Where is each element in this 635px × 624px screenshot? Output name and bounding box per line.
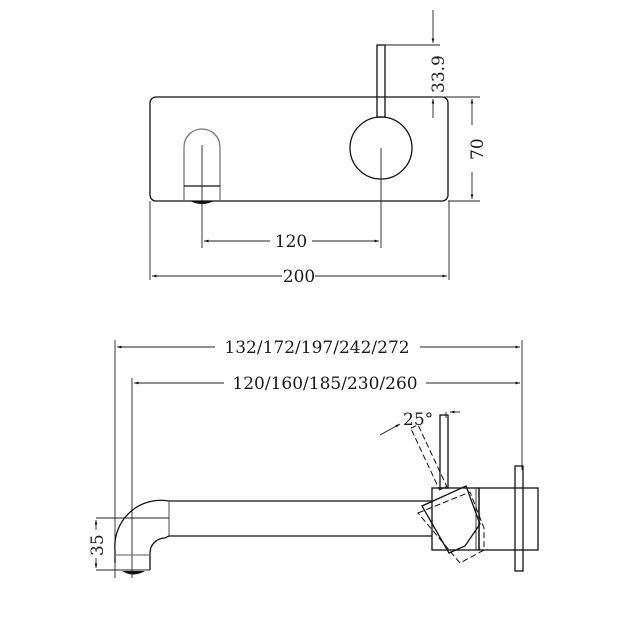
- wall-plate: [149, 96, 449, 202]
- dim-handle-height: 33.9: [385, 10, 480, 118]
- dim-plate-height-label: 70: [468, 138, 488, 160]
- spout-side: [96, 499, 432, 575]
- front-view: 33.9 70 120 200: [149, 10, 488, 287]
- dim-handle-height-label: 33.9: [429, 55, 449, 93]
- dim-spout-length: 120/160/185/230/260: [131, 374, 520, 578]
- dim-handle-angle: 25°: [379, 410, 460, 436]
- dim-spout-height-label: 35: [88, 534, 108, 556]
- dim-plate-width-label: 200: [283, 267, 315, 287]
- dim-spout-height: 35: [88, 520, 108, 568]
- dim-plate-height: 70: [448, 99, 488, 202]
- dim-center-distance-label: 120: [275, 232, 307, 252]
- dim-spout-length-label: 120/160/185/230/260: [232, 374, 417, 394]
- wall-flange: [514, 465, 524, 572]
- dim-handle-angle-label: 25°: [403, 410, 433, 430]
- mixer-handle-front: [349, 44, 413, 248]
- side-view: 132/172/197/242/272 120/160/185/230/260 …: [88, 338, 539, 578]
- dim-plate-width: 200: [149, 201, 450, 287]
- spout-outlet-front: [183, 128, 221, 248]
- mixer-body-side: [410, 414, 539, 572]
- dim-overall-length-label: 132/172/197/242/272: [224, 338, 409, 358]
- dim-center-distance: 120: [204, 232, 379, 252]
